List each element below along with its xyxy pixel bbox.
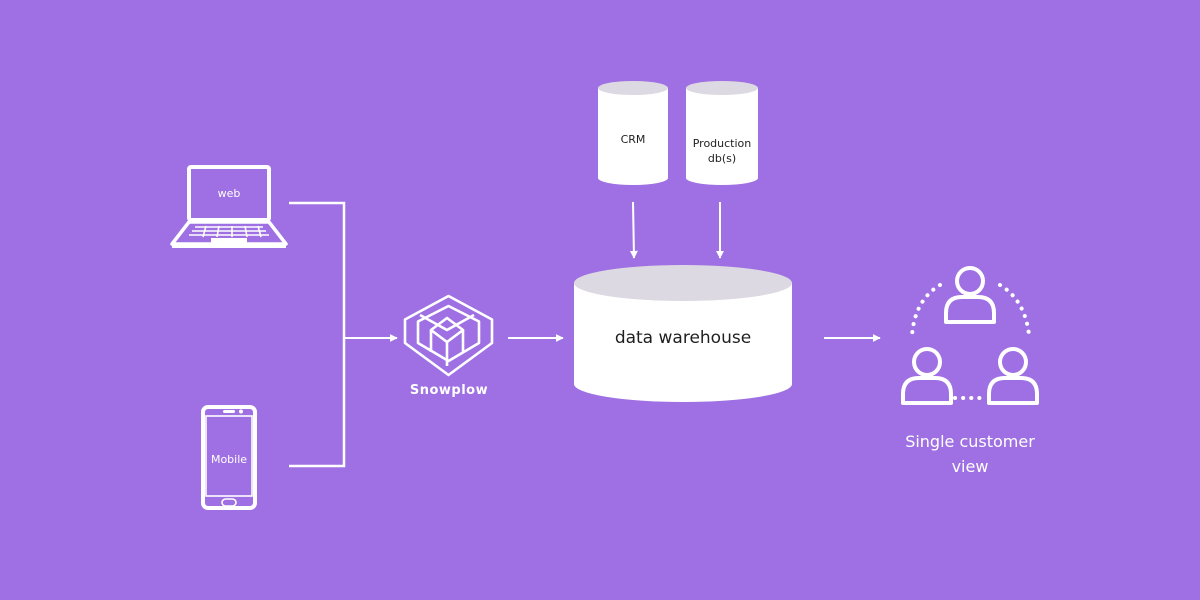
mobile-label: Mobile [210,453,248,466]
web-label: web [217,187,241,200]
mobile-phone-icon [201,405,257,510]
arrow-crm-to-warehouse [629,201,638,259]
data-warehouse-cylinder [574,265,792,402]
crm-label: CRM [620,133,646,146]
production-label-line1: Production [692,137,752,150]
production-database-icon [686,81,758,185]
single-customer-view-line2: view [951,457,989,476]
production-label: Production db(s) [686,136,758,166]
single-customer-view-line1: Single customer [905,432,1035,451]
production-label-line2: db(s) [707,152,737,165]
laptop-icon [170,165,288,248]
customer-group-icon [901,266,1039,405]
data-warehouse-label: data warehouse [614,328,752,348]
source-connectors [289,201,346,468]
single-customer-view-label: Single customer view [880,429,1060,479]
snowplow-label: Snowplow [409,383,489,398]
crm-database-icon [598,81,668,185]
snowplow-logo-icon [403,294,494,377]
